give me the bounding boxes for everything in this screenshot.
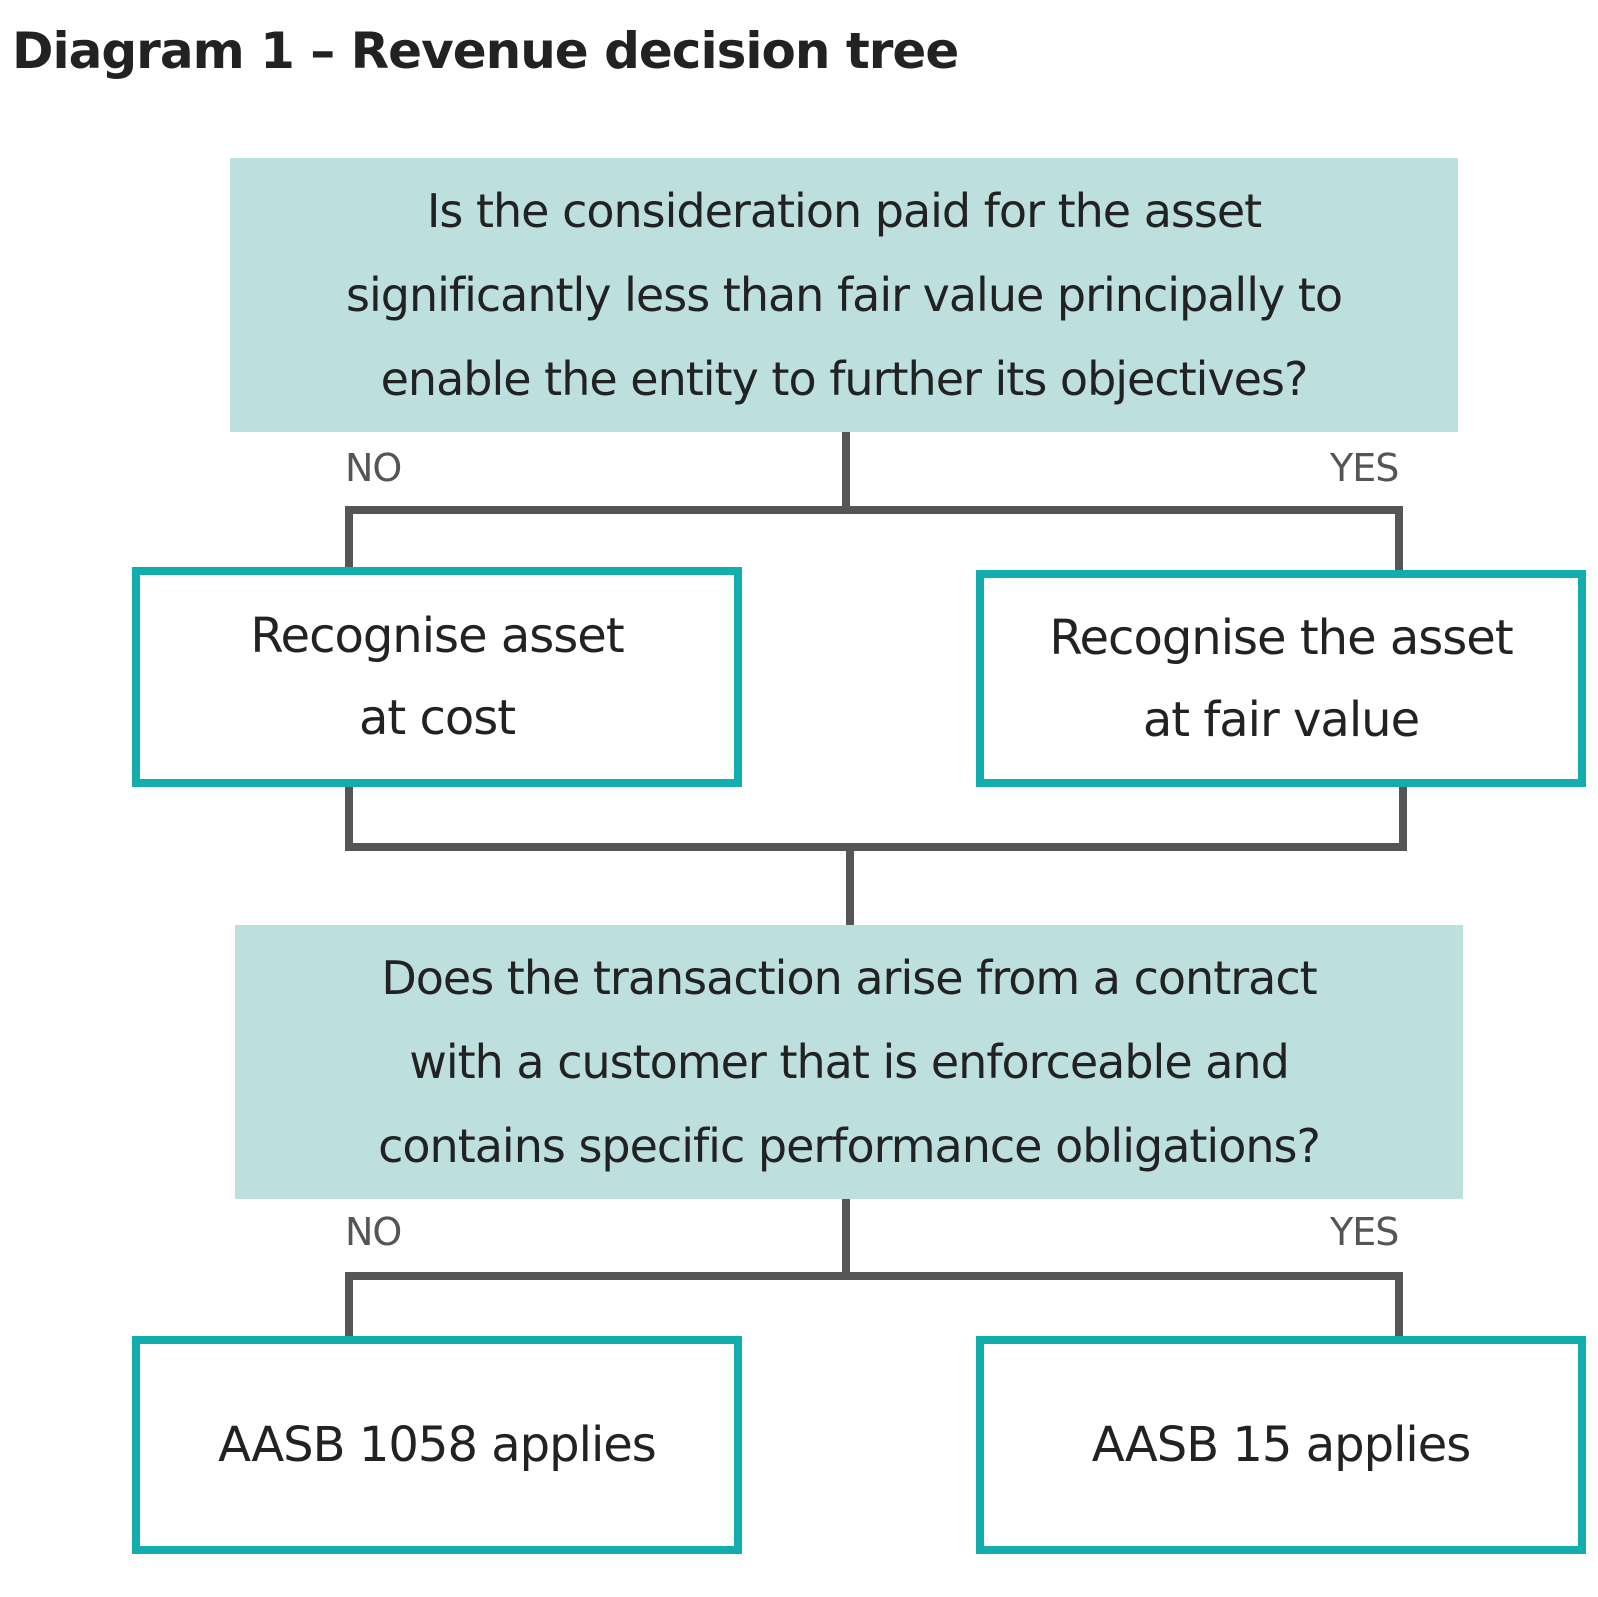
question-consideration-vs-fair-value: Is the consideration paid for the asset …	[230, 158, 1458, 432]
branch-label-no: NO	[345, 1210, 402, 1254]
branch-label-yes: YES	[1330, 446, 1399, 490]
connector-merge	[345, 787, 1407, 925]
branch-label-no: NO	[345, 446, 402, 490]
outcome-recognise-at-fair-value: Recognise the asset at fair value	[976, 570, 1586, 787]
connector-q1-split	[345, 432, 1403, 570]
branch-label-yes: YES	[1330, 1210, 1399, 1254]
outcome-recognise-at-cost: Recognise asset at cost	[132, 567, 742, 787]
outcome-aasb-1058: AASB 1058 applies	[132, 1336, 742, 1554]
connector-q2-split	[345, 1199, 1403, 1336]
diagram-title: Diagram 1 – Revenue decision tree	[12, 22, 959, 80]
outcome-aasb-15: AASB 15 applies	[976, 1336, 1586, 1554]
question-contract-with-customer: Does the transaction arise from a contra…	[235, 925, 1463, 1199]
